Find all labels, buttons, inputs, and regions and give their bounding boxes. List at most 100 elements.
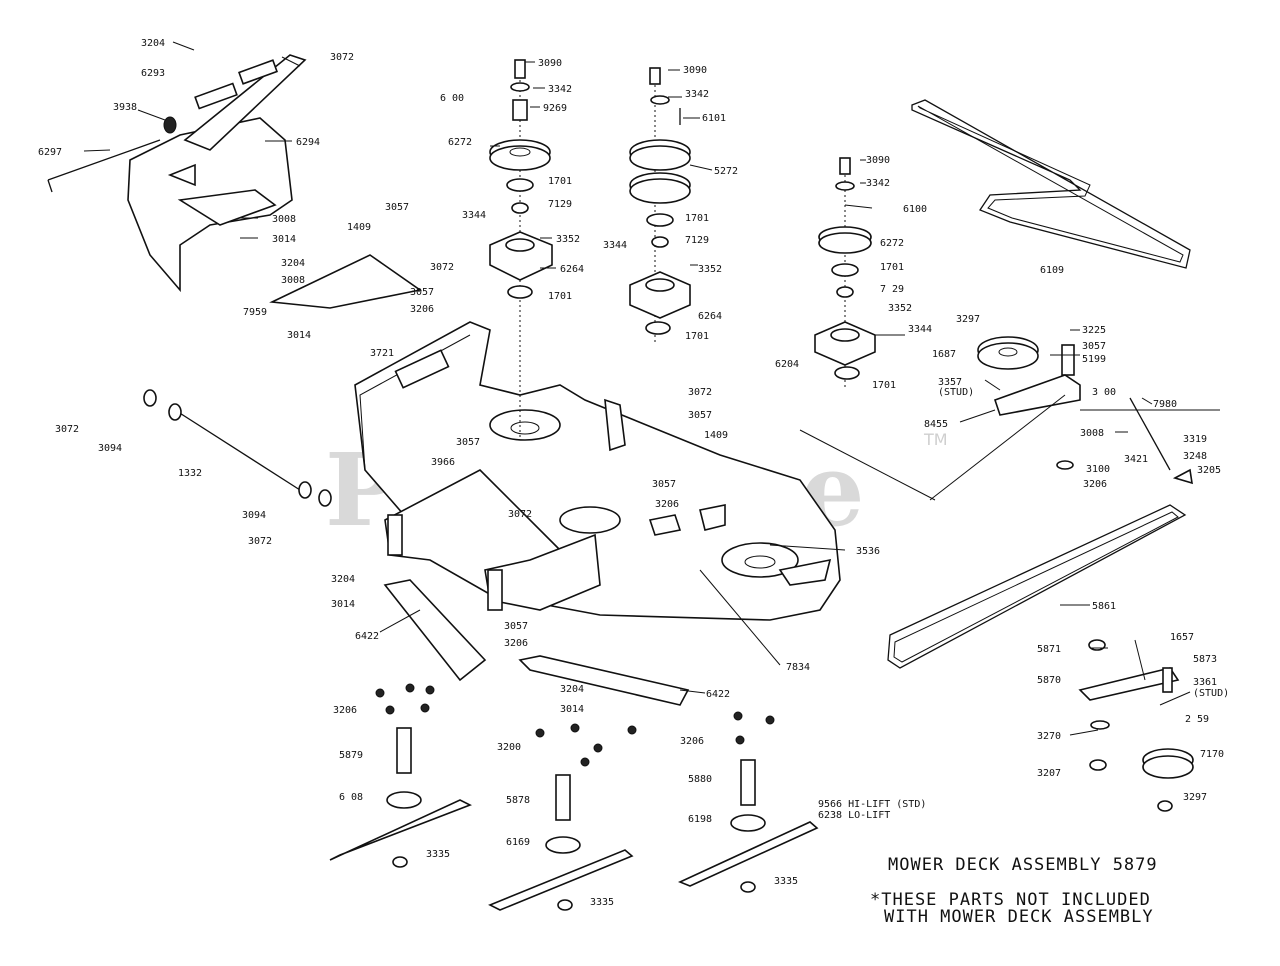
label-6294: 6294 — [296, 137, 320, 148]
label-3072: 3072 — [508, 509, 532, 520]
label-3204: 3204 — [281, 258, 305, 269]
label-2159: 2 59 — [1185, 714, 1209, 725]
baffle-6422-left — [383, 579, 487, 682]
label-5878: 5878 — [506, 795, 530, 806]
label-7959: 7959 — [243, 307, 267, 318]
label-3200: 3200 — [497, 742, 521, 753]
label-3057: 3057 — [385, 202, 409, 213]
label-3072: 3072 — [688, 387, 712, 398]
label-6264: 6264 — [698, 311, 722, 322]
label-3057: 3057 — [456, 437, 480, 448]
label-6264: 6264 — [560, 264, 584, 275]
label-7129: 7129 — [685, 235, 709, 246]
label-3206: 3206 — [655, 499, 679, 510]
label-6297: 6297 — [38, 147, 62, 158]
label-1701: 1701 — [548, 291, 572, 302]
label-3206: 3206 — [333, 705, 357, 716]
part-labels: 3204 6293 3072 3938 6297 6294 3008 3014 … — [38, 38, 1229, 908]
label-6272: 6272 — [880, 238, 904, 249]
label-3361: 3361 — [1193, 677, 1217, 688]
label-3536: 3536 — [856, 546, 880, 557]
label-6100: 6 00 — [440, 93, 464, 104]
idler-bottom — [1078, 639, 1194, 812]
spindle-stack-2 — [629, 67, 691, 345]
spindle-stack-1 — [489, 59, 553, 440]
rod-1332 — [143, 389, 332, 507]
label-3206: 3206 — [680, 736, 704, 747]
label-3094: 3094 — [98, 443, 122, 454]
label-5880: 5880 — [688, 774, 712, 785]
label-6169: 6169 — [506, 837, 530, 848]
label-7129: 7129 — [548, 199, 572, 210]
label-3206: 3206 — [504, 638, 528, 649]
label-3966: 3966 — [431, 457, 455, 468]
label-3072: 3072 — [430, 262, 454, 273]
belt-6109 — [911, 99, 1191, 269]
label-3008: 3008 — [281, 275, 305, 286]
label-3335: 3335 — [426, 849, 450, 860]
hardware-dots — [375, 683, 775, 767]
label-6272: 6272 — [448, 137, 472, 148]
label-3057: 3057 — [688, 410, 712, 421]
label-3248: 3248 — [1183, 451, 1207, 462]
label-7129: 7 29 — [880, 284, 904, 295]
label-3938: 3938 — [113, 102, 137, 113]
label-1701: 1701 — [880, 262, 904, 273]
label-3072: 3072 — [248, 536, 272, 547]
label-3335: 3335 — [590, 897, 614, 908]
label-3270: 3270 — [1037, 731, 1061, 742]
label-3014: 3014 — [560, 704, 584, 715]
label-3342: 3342 — [866, 178, 890, 189]
label-3357-stud: (STUD) — [938, 387, 974, 398]
label-3008: 3008 — [272, 214, 296, 225]
label-1657: 1657 — [1170, 632, 1194, 643]
label-3361-stud: (STUD) — [1193, 688, 1229, 699]
label-3344: 3344 — [462, 210, 486, 221]
bracket-7959 — [269, 254, 422, 309]
label-3057: 3057 — [1082, 341, 1106, 352]
label-3100: 3100 — [1086, 464, 1110, 475]
label-6204: 6204 — [775, 359, 799, 370]
blade-assembly-2 — [488, 774, 634, 911]
label-3014: 3014 — [272, 234, 296, 245]
label-3014: 3014 — [287, 330, 311, 341]
note-line-1: *THESE PARTS NOT INCLUDED — [870, 890, 1151, 910]
belt-5861 — [887, 504, 1187, 669]
label-3057: 3057 — [410, 287, 434, 298]
discharge-chute — [127, 54, 307, 293]
label-3100: 3 00 — [1092, 387, 1116, 398]
label-5861: 5861 — [1092, 601, 1116, 612]
idler-arm — [977, 336, 1193, 485]
label-6109: 6109 — [1040, 265, 1064, 276]
label-9269: 9269 — [543, 103, 567, 114]
label-6198: 6198 — [688, 814, 712, 825]
label-3335: 3335 — [774, 876, 798, 887]
label-3207: 3207 — [1037, 768, 1061, 779]
label-3094: 3094 — [242, 510, 266, 521]
label-6422: 6422 — [706, 689, 730, 700]
label-3344: 3344 — [603, 240, 627, 251]
label-6100: 6100 — [903, 204, 927, 215]
label-3352: 3352 — [556, 234, 580, 245]
label-3225: 3225 — [1082, 325, 1106, 336]
label-3297: 3297 — [956, 314, 980, 325]
label-3204: 3204 — [560, 684, 584, 695]
label-3057: 3057 — [652, 479, 676, 490]
label-5870: 5870 — [1037, 675, 1061, 686]
label-1409: 1409 — [704, 430, 728, 441]
label-5873: 5873 — [1193, 654, 1217, 665]
label-3072: 3072 — [330, 52, 354, 63]
label-3206: 3206 — [410, 304, 434, 315]
label-1701: 1701 — [685, 213, 709, 224]
label-3014: 3014 — [331, 599, 355, 610]
label-1701: 1701 — [872, 380, 896, 391]
blade-assembly-1 — [329, 727, 472, 868]
label-3090: 3090 — [683, 65, 707, 76]
label-3342: 3342 — [548, 84, 572, 95]
label-5199: 5199 — [1082, 354, 1106, 365]
label-6293: 6293 — [141, 68, 165, 79]
label-6101: 6101 — [702, 113, 726, 124]
label-3205: 3205 — [1197, 465, 1221, 476]
label-5879: 5879 — [339, 750, 363, 761]
